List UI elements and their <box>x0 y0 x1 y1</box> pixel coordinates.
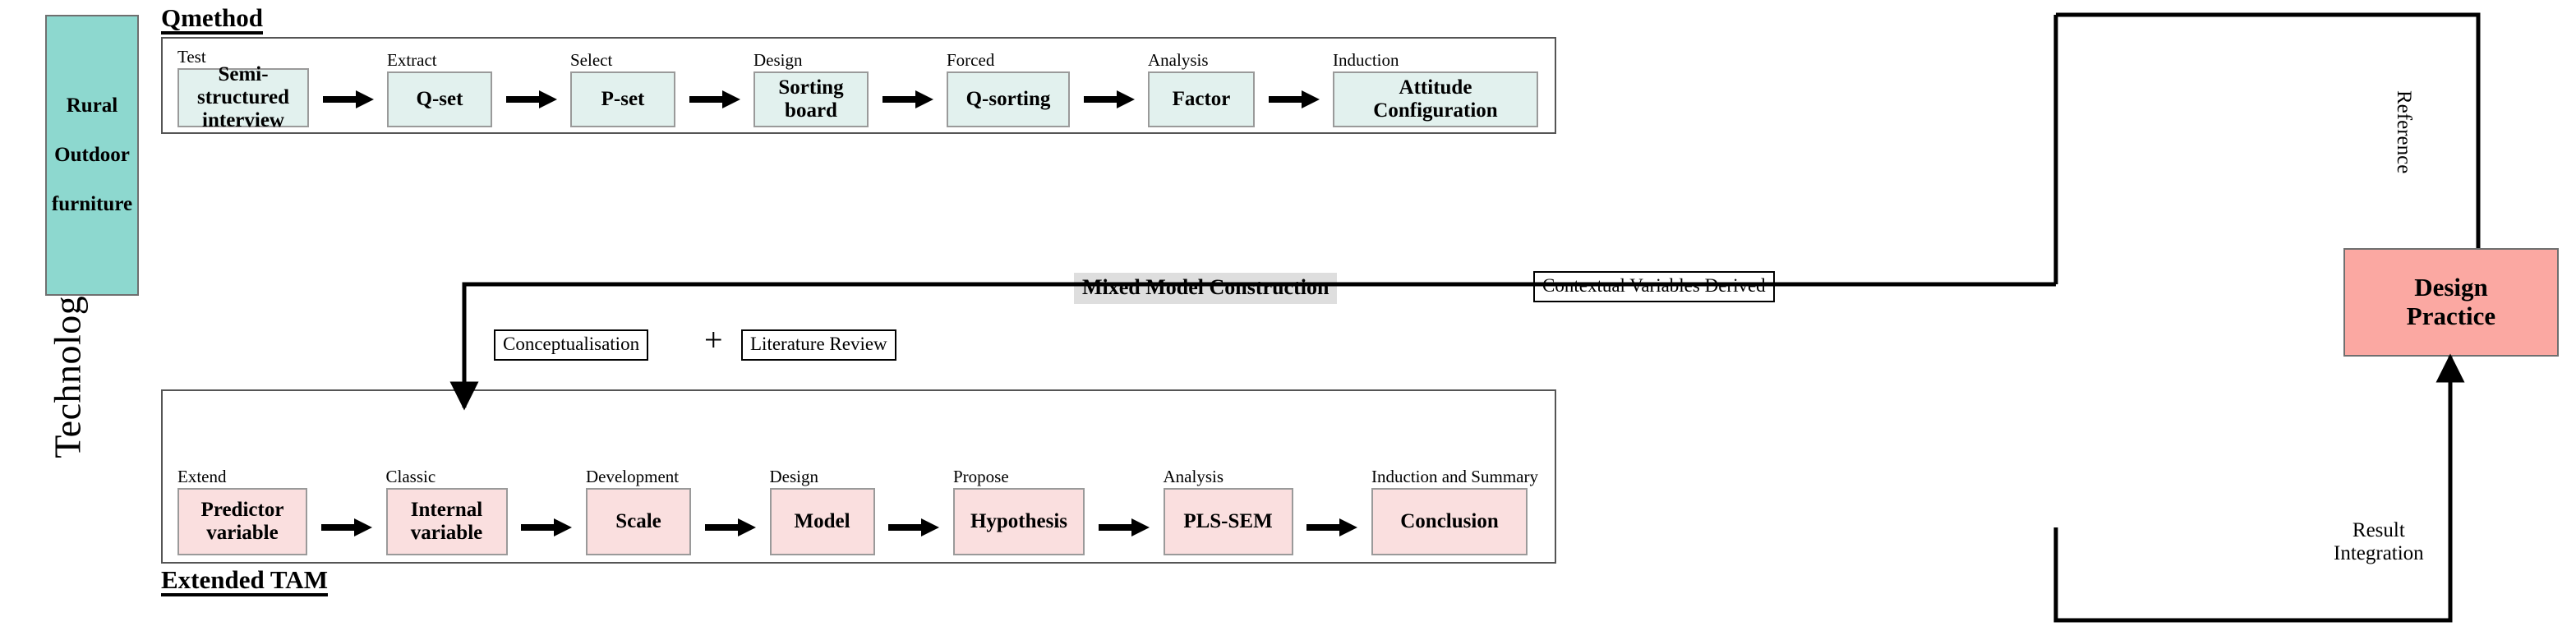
tam-node-box-2: Scale <box>586 488 691 555</box>
qmethod-node-box-5: Factor <box>1148 71 1255 127</box>
literature-review-box: Literature Review <box>741 329 896 361</box>
tam-node-box-5: PLS-SEM <box>1163 488 1293 555</box>
tam-arrow-2 <box>516 500 577 555</box>
tam-node-box-4: Hypothesis <box>953 488 1085 555</box>
qmethod-node-caption-0: Test <box>177 46 206 67</box>
tam-node-box-3: Model <box>769 488 875 555</box>
qmethod-heading-text: Qmethod <box>161 5 263 35</box>
tam-arrow-4 <box>883 500 944 555</box>
qmethod-arrow-2 <box>501 71 562 127</box>
subject-line-3: furniture <box>51 193 133 215</box>
plus-icon: + <box>704 321 723 358</box>
qmethod-node-caption-1: Extract <box>387 49 437 70</box>
tam-node-caption-2: Development <box>586 466 680 486</box>
qmethod-arrow-3 <box>684 71 745 127</box>
tam-node-caption-0: Extend <box>177 466 227 486</box>
conceptualisation-box: Conceptualisation <box>494 329 649 361</box>
contextual-variables-derived-box: Contextual Variables Derived <box>1533 271 1775 302</box>
qmethod-node-box-1: Q-set <box>387 71 492 127</box>
subject-box: Rural Outdoor furniture <box>45 15 139 296</box>
subject-line-1: Rural <box>66 94 118 117</box>
qmethod-heading: Qmethod <box>161 5 263 35</box>
tam-arrow-5 <box>1094 500 1154 555</box>
tam-node-box-6: Conclusion <box>1371 488 1528 555</box>
qmethod-arrow-5 <box>1079 71 1140 127</box>
tam-arrow-1 <box>316 500 377 555</box>
qmethod-node-box-4: Q-sorting <box>947 71 1070 127</box>
qmethod-node-box-2: P-set <box>570 71 675 127</box>
reference-edge-label: Reference <box>2393 90 2415 174</box>
tam-node-caption-6: Induction and Summary <box>1371 466 1538 486</box>
qmethod-arrow-6 <box>1264 71 1325 127</box>
qmethod-node-caption-3: Design <box>753 49 803 70</box>
qmethod-node-caption-2: Select <box>570 49 613 70</box>
tam-node-caption-5: Analysis <box>1163 466 1224 486</box>
tam-arrow-6 <box>1302 500 1362 555</box>
extended-tam-heading-text: Extended TAM <box>161 567 328 596</box>
subject-line-2: Outdoor <box>54 144 130 166</box>
extended-tam-heading: Extended TAM <box>161 567 328 596</box>
tam-node-caption-1: Classic <box>385 466 436 486</box>
tam-arrow-3 <box>700 500 761 555</box>
qmethod-arrow-1 <box>318 71 379 127</box>
tam-node-caption-4: Propose <box>953 466 1009 486</box>
qmethod-node-caption-5: Analysis <box>1148 49 1209 70</box>
qmethod-node-caption-4: Forced <box>947 49 995 70</box>
mixed-model-construction-label: Mixed Model Construction <box>1074 273 1338 304</box>
qmethod-node-caption-6: Induction <box>1333 49 1399 70</box>
tam-node-caption-3: Design <box>769 466 819 486</box>
qmethod-arrow-4 <box>878 71 938 127</box>
